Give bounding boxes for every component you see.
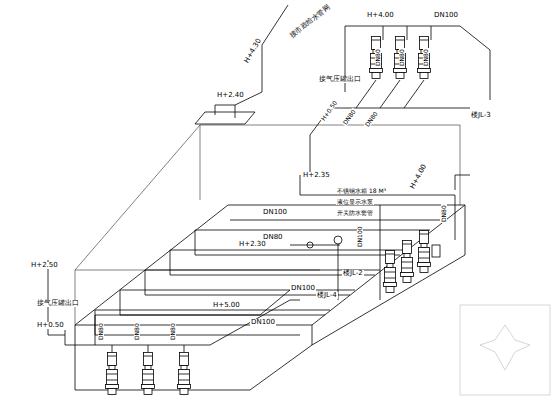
annotation-label: H+0.50 (36, 322, 65, 329)
annotation-label: 接市政给水管网 (288, 3, 332, 40)
annotation-label: 液位显示水泵 (336, 199, 374, 205)
pipe (310, 26, 431, 175)
annotation-label: DN80 (262, 234, 284, 241)
water-tank (75, 205, 465, 390)
platform (195, 112, 255, 124)
annotation-label: H+2.35 (302, 172, 331, 179)
pump (384, 251, 397, 293)
annotation-label: DN80 (134, 322, 140, 341)
annotation-label: H+0.50 (320, 99, 339, 123)
annotation-label: 接气压罐出口 (318, 76, 362, 83)
annotation-label: H+2.40 (216, 92, 245, 99)
pipe (235, 5, 288, 105)
annotation-label: DN80 (399, 48, 405, 67)
pump (142, 353, 155, 395)
pump (418, 37, 431, 79)
annotation-label: H+4.30 (243, 37, 263, 65)
annotation-label: DN80 (441, 204, 447, 223)
annotation-label: DN80 (342, 108, 358, 127)
annotation-label: H+2.50 (30, 262, 59, 269)
annotation-label: DN80 (375, 48, 381, 67)
annotation-label: DN80 (423, 48, 429, 67)
pump (370, 37, 383, 79)
pipe (230, 175, 470, 300)
annotation-label: 接气压罐出口 (36, 300, 80, 307)
pump (418, 231, 431, 273)
annotation-label: 楼JL-4 (316, 292, 338, 299)
room-outline (75, 125, 460, 325)
annotation-label: 开关防水套管 (336, 210, 374, 216)
annotation-label: DN100 (250, 319, 276, 326)
annotation-label: DN100 (262, 209, 288, 216)
annotation-label: H+4.00 (409, 162, 429, 191)
annotation-label: H+5.00 (212, 302, 241, 309)
pipe (48, 260, 300, 352)
annotation-label: DN100 (433, 12, 459, 19)
annotation-label: 楼JL-2 (342, 270, 364, 277)
pipe (215, 105, 235, 118)
valve (432, 245, 440, 257)
annotation-label: DN80 (170, 322, 176, 341)
annotation-label: H+2.30 (238, 241, 267, 248)
annotation-label: 不锈钢水箱 18 M³ (336, 188, 387, 194)
annotation-label: DN80 (98, 322, 104, 341)
annotation-label: DN100 (290, 285, 316, 292)
pump (401, 241, 414, 283)
annotation-label: DN100 (357, 225, 363, 248)
annotation-label: H+4.00 (366, 12, 395, 19)
pump (106, 353, 119, 395)
pump (178, 353, 191, 395)
watermark-logo (460, 305, 550, 395)
annotation-label: DN80 (364, 110, 380, 129)
annotation-label: 楼JL-3 (470, 112, 492, 119)
pump (394, 37, 407, 79)
